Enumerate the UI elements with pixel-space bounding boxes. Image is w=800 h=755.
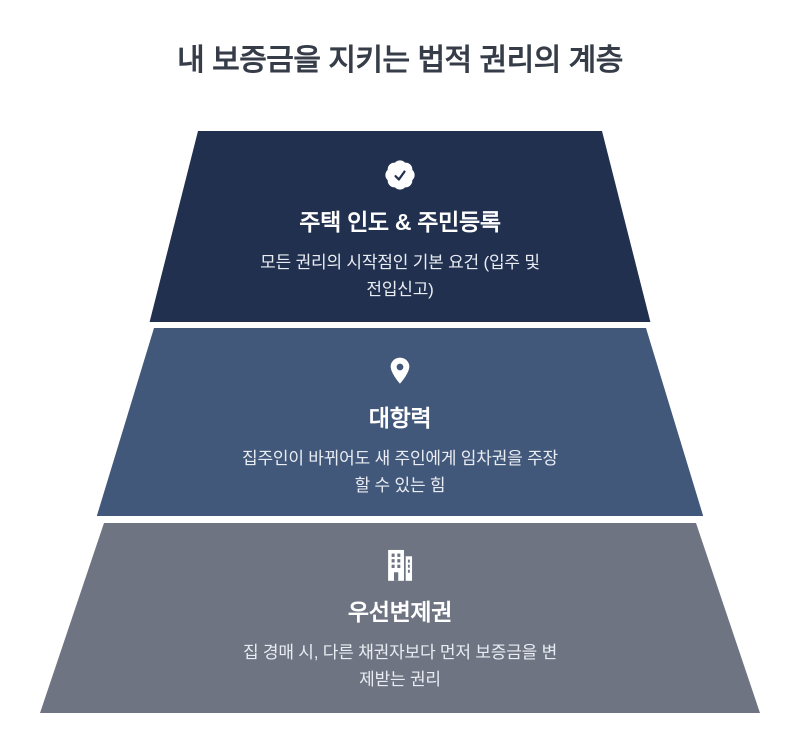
- pyramid-level-1: 주택 인도 & 주민등록 모든 권리의 시작점인 기본 요건 (입주 및 전입신…: [149, 131, 651, 322]
- badge-check-icon: [382, 156, 418, 194]
- building-icon: [381, 546, 419, 584]
- level-2-description: 집주인이 바뀌어도 새 주인에게 임차권을 주장 할 수 있는 힘: [242, 449, 558, 495]
- pyramid-level-2: 대항력 집주인이 바뀌어도 새 주인에게 임차권을 주장 할 수 있는 힘: [96, 328, 704, 516]
- level-2-heading: 대항력: [368, 405, 432, 431]
- level-3-heading: 우선변제권: [347, 599, 453, 625]
- level-1-description: 모든 권리의 시작점인 기본 요건 (입주 및 전입신고): [260, 253, 540, 299]
- level-3-description: 집 경매 시, 다른 채권자보다 먼저 보증금을 변 제받는 권리: [242, 643, 558, 689]
- pyramid-level-3: 우선변제권 집 경매 시, 다른 채권자보다 먼저 보증금을 변 제받는 권리: [40, 523, 760, 713]
- page-title: 내 보증금을 지키는 법적 권리의 계층: [177, 44, 623, 77]
- map-pin-icon: [384, 352, 416, 390]
- level-1-heading: 주택 인도 & 주민등록: [299, 209, 501, 235]
